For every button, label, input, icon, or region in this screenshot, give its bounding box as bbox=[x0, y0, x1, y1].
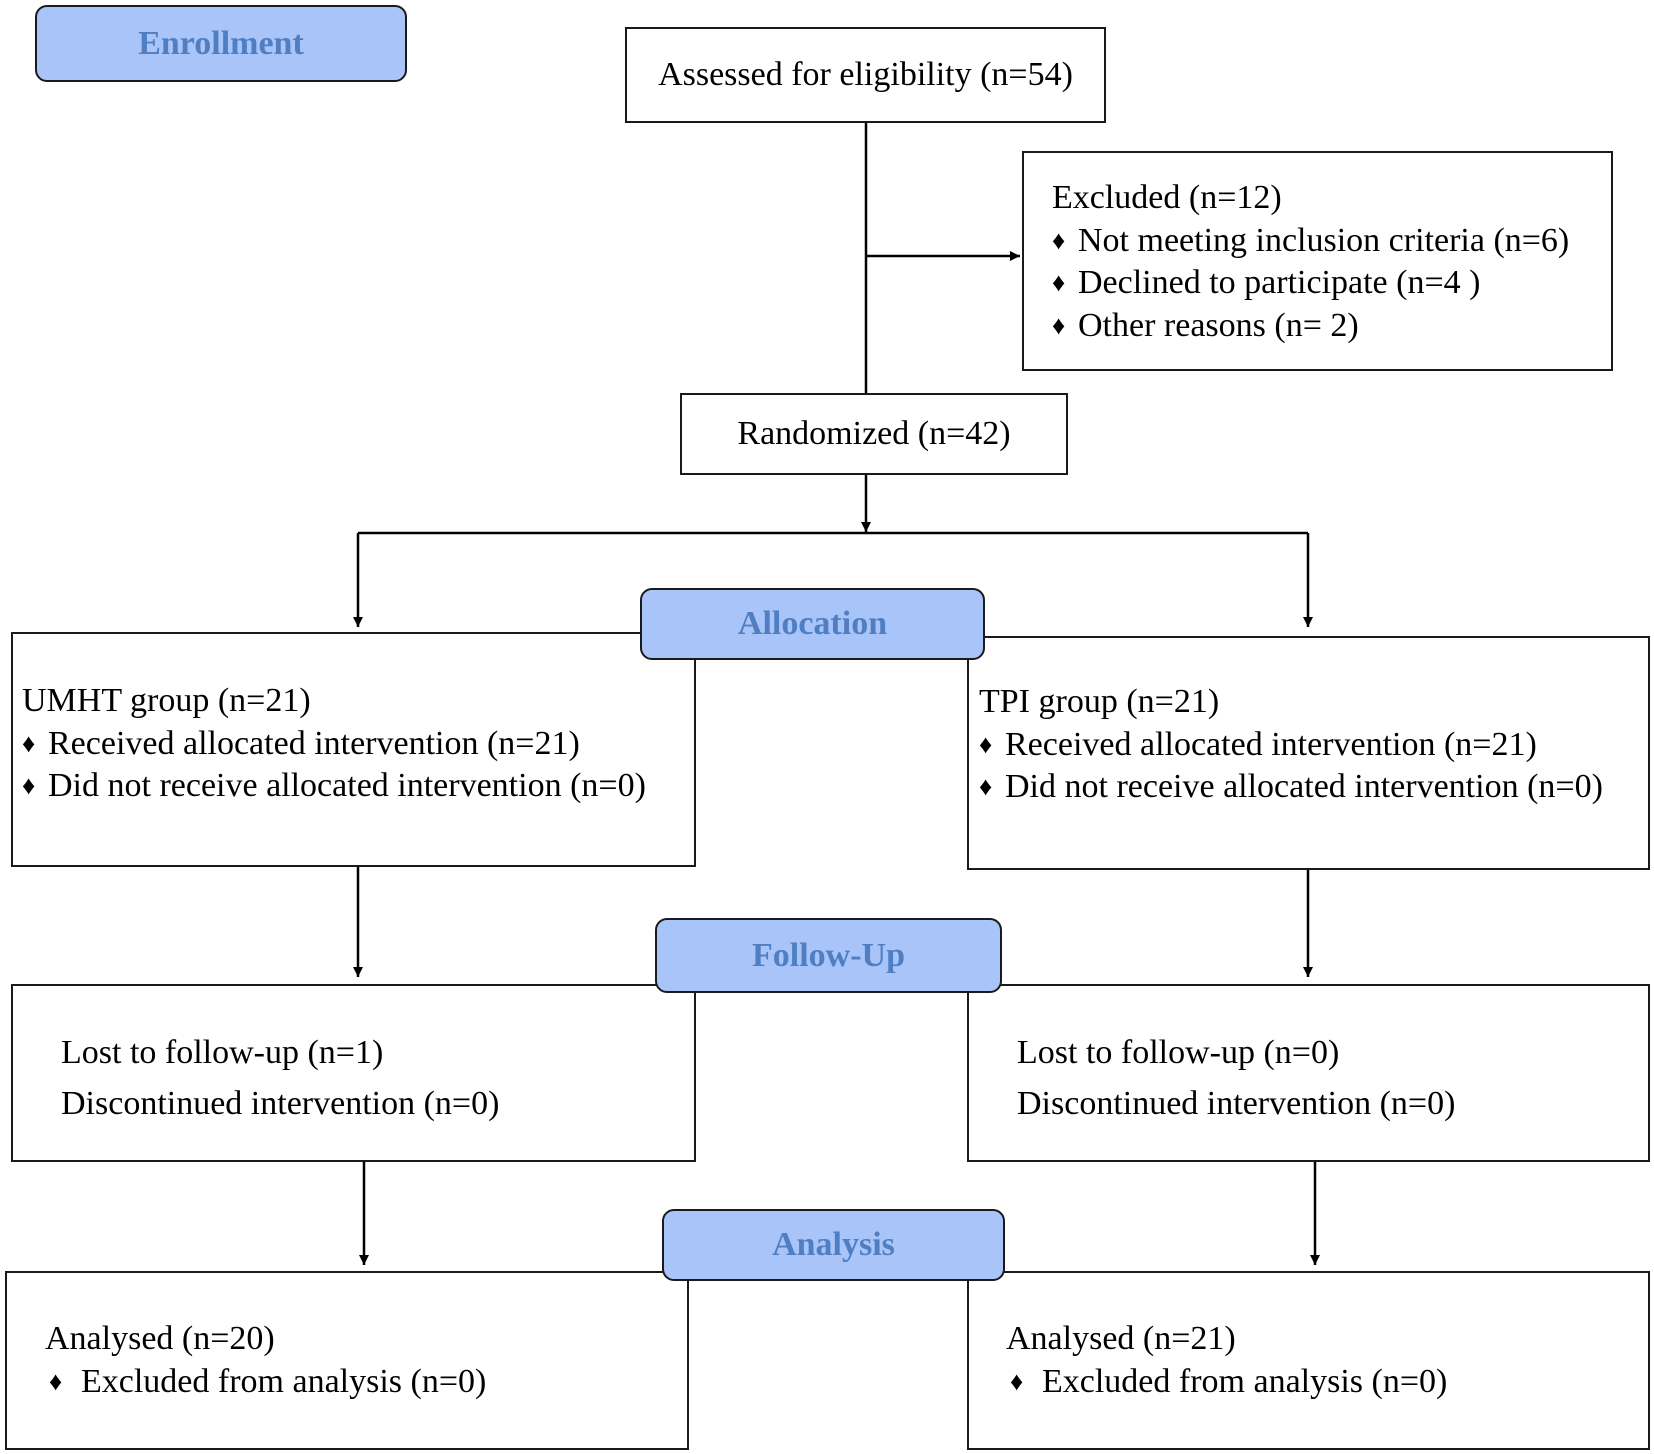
umht-allocation-box: UMHT group (n=21) ♦ Received allocated in… bbox=[11, 632, 696, 867]
followup-item: Lost to follow-up (n=0) bbox=[1017, 1034, 1340, 1071]
allocation-item-text: Did not receive allocated intervention (… bbox=[48, 767, 646, 804]
randomized-box: Randomized (n=42) bbox=[680, 393, 1068, 475]
tpi-analysis-box: Analysed (n=21) ♦ Excluded from analysis … bbox=[967, 1271, 1650, 1450]
followup-item: Lost to follow-up (n=1) bbox=[61, 1034, 384, 1071]
exclusion-reason: ♦ Declined to participate (n=4 ) bbox=[1052, 262, 1611, 305]
allocation-item: ♦ Received allocated intervention (n=21) bbox=[979, 724, 1648, 767]
umht-group-title: UMHT group (n=21) bbox=[22, 682, 311, 719]
diamond-bullet-icon: ♦ bbox=[979, 772, 993, 801]
followup-item: Discontinued intervention (n=0) bbox=[61, 1085, 500, 1122]
allocation-item-text: Did not receive allocated intervention (… bbox=[1005, 768, 1603, 805]
analysis-item-text: Excluded from analysis (n=0) bbox=[1042, 1362, 1448, 1400]
diamond-bullet-icon: ♦ bbox=[22, 728, 36, 758]
analysis-item-text: Excluded from analysis (n=0) bbox=[81, 1362, 487, 1400]
allocation-item: ♦ Did not receive allocated intervention … bbox=[22, 765, 694, 808]
analysed-title: Analysed (n=20) bbox=[45, 1320, 275, 1357]
umht-analysis-box: Analysed (n=20) ♦ Excluded from analysis … bbox=[5, 1271, 689, 1450]
analysis-item: ♦ Excluded from analysis (n=0) bbox=[45, 1361, 687, 1404]
diamond-bullet-icon: ♦ bbox=[1052, 268, 1066, 297]
allocation-item-text: Received allocated intervention (n=21) bbox=[48, 724, 580, 762]
analysis-item: ♦ Excluded from analysis (n=0) bbox=[1006, 1361, 1648, 1404]
exclusion-reason: ♦ Not meeting inclusion criteria (n=6) bbox=[1052, 220, 1611, 263]
allocation-item: ♦ Received allocated intervention (n=21) bbox=[22, 723, 694, 766]
allocation-item: ♦ Did not receive allocated intervention … bbox=[979, 766, 1648, 809]
exclusion-reason: ♦ Other reasons (n= 2) bbox=[1052, 305, 1611, 348]
stage-label-followup: Follow-Up bbox=[655, 918, 1002, 993]
followup-item: Discontinued intervention (n=0) bbox=[1017, 1085, 1456, 1122]
diamond-bullet-icon: ♦ bbox=[22, 771, 36, 800]
allocation-item-text: Received allocated intervention (n=21) bbox=[1005, 725, 1537, 763]
diamond-bullet-icon: ♦ bbox=[1052, 225, 1066, 255]
excluded-title: Excluded (n=12) bbox=[1052, 179, 1282, 216]
umht-followup-box: Lost to follow-up (n=1) Discontinued int… bbox=[11, 984, 696, 1162]
tpi-group-title: TPI group (n=21) bbox=[979, 683, 1220, 720]
diamond-bullet-icon: ♦ bbox=[979, 729, 993, 759]
exclusion-reason-text: Declined to participate (n=4 ) bbox=[1078, 264, 1481, 301]
exclusion-reason-text: Other reasons (n= 2) bbox=[1078, 306, 1359, 344]
excluded-box: Excluded (n=12) ♦ Not meeting inclusion c… bbox=[1022, 151, 1613, 371]
stage-label-allocation: Allocation bbox=[640, 588, 985, 660]
diamond-bullet-icon: ♦ bbox=[49, 1366, 63, 1396]
analysed-title: Analysed (n=21) bbox=[1006, 1320, 1236, 1357]
tpi-followup-box: Lost to follow-up (n=0) Discontinued int… bbox=[967, 984, 1650, 1162]
diamond-bullet-icon: ♦ bbox=[1010, 1366, 1024, 1396]
diamond-bullet-icon: ♦ bbox=[1052, 310, 1066, 340]
tpi-allocation-box: TPI group (n=21) ♦ Received allocated int… bbox=[967, 636, 1650, 870]
exclusion-reason-text: Not meeting inclusion criteria (n=6) bbox=[1078, 221, 1570, 259]
randomized-text: Randomized (n=42) bbox=[737, 414, 1011, 452]
stage-label-analysis: Analysis bbox=[662, 1209, 1005, 1281]
stage-label-enrollment: Enrollment bbox=[35, 5, 407, 82]
assessed-box: Assessed for eligibility (n=54) bbox=[625, 27, 1106, 123]
assessed-text: Assessed for eligibility (n=54) bbox=[658, 55, 1073, 93]
